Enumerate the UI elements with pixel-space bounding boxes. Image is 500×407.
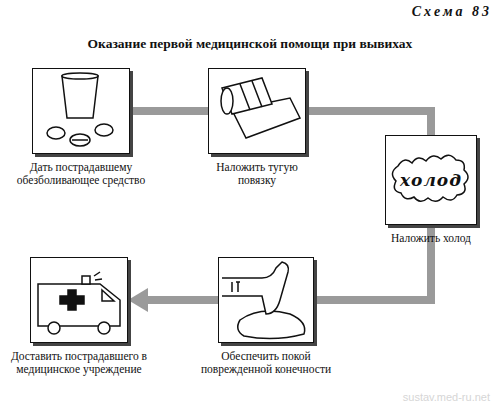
scheme-number: Схема 83 — [412, 4, 492, 20]
arrow-head — [128, 288, 148, 312]
flow-connector — [128, 288, 218, 312]
step-caption: Доставить пострадавшего в медицинское уч… — [0, 350, 159, 376]
watermark: sustav.med-ru.net — [403, 391, 490, 403]
flow-connector — [306, 111, 431, 135]
step-caption: Наложить тугую повязку — [197, 161, 317, 187]
connector-line — [147, 296, 218, 304]
connector-line — [130, 107, 208, 115]
box-inscription: холод — [386, 170, 476, 190]
step-caption: Дать пострадавшему обезболивающее средст… — [0, 161, 166, 187]
step-box: Обеспечить покой поврежденной конечности — [218, 257, 314, 343]
step-box: Доставить пострадавшего в медицинское уч… — [30, 257, 128, 343]
step-box: Наложить тугую повязку — [208, 68, 306, 154]
diagram-title: Оказание первой медицинской помощи при в… — [0, 36, 500, 52]
step-box: Дать пострадавшему обезболивающее средст… — [32, 68, 130, 154]
flow-connector — [130, 111, 208, 112]
step-box: холодНаложить холод — [385, 135, 477, 225]
step-caption: Обеспечить покой поврежденной конечности — [186, 350, 346, 376]
connector-line — [306, 111, 431, 135]
step-caption: Наложить холод — [391, 232, 471, 245]
